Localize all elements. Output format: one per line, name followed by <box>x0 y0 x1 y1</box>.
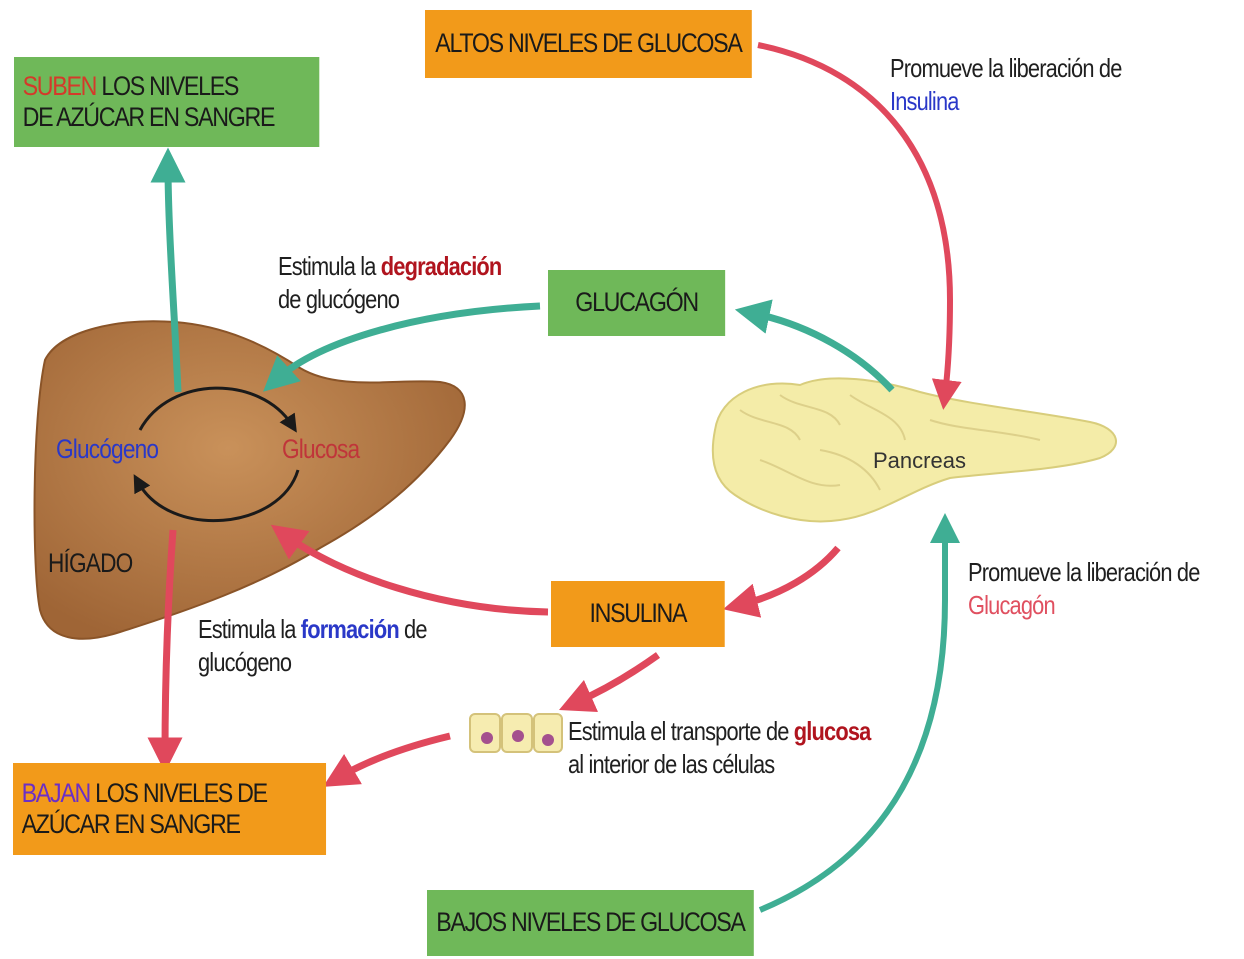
label-glucosa: Glucosa <box>282 434 360 464</box>
box-glucagon: GLUCAGÓN <box>548 270 726 336</box>
label-promueve-glucagon: Promueve la liberación de Glucagón <box>968 557 1200 620</box>
arrow-cells-to-bajan <box>322 732 451 787</box>
label-glucogeno: Glucógeno <box>56 434 159 464</box>
arrow-insulina-to-liver <box>270 524 549 616</box>
arrow-glucagon-to-liver <box>263 302 541 392</box>
box-bajos-niveles: BAJOS NIVELES DE GLUCOSA <box>427 890 754 956</box>
pancreas-shape <box>711 377 1117 523</box>
arrow-liver-to-bajan <box>147 529 183 773</box>
box-insulina: INSULINA <box>551 581 725 647</box>
arrow-pancreas-to-glucagon <box>734 299 895 393</box>
arrow-insulina-to-cells <box>558 652 661 712</box>
box-bajan-niveles: BAJAN LOS NIVELES DE AZÚCAR EN SANGRE <box>13 763 327 855</box>
label-pancreas: Pancreas <box>873 448 966 473</box>
cells-illustration <box>469 713 563 753</box>
label-promueve-insulina: Promueve la liberación de Insulina <box>890 53 1122 116</box>
liver-shape <box>33 320 466 640</box>
box-altos-niveles: ALTOS NIVELES DE GLUCOSA <box>425 10 752 78</box>
arrow-pancreas-to-insulina <box>723 545 841 618</box>
cycle-arrow-top <box>138 386 297 433</box>
label-transporte: Estimula el transporte de glucosa al int… <box>568 716 871 779</box>
box-suben-niveles: SUBEN LOS NIVELES DE AZÚCAR EN SANGRE <box>14 57 320 147</box>
arrow-bajos-to-pancreas <box>758 513 960 913</box>
label-formacion: Estimula la formación de glucógeno <box>198 614 428 677</box>
label-degradacion: Estimula la degradación de glucógeno <box>278 251 502 314</box>
arrow-liver-to-suben <box>150 147 186 393</box>
label-higado: HÍGADO <box>48 548 133 578</box>
bajan-word: BAJAN <box>21 777 92 808</box>
arrow-altos-to-pancreas <box>757 42 962 410</box>
suben-word: SUBEN <box>22 70 98 101</box>
cycle-arrow-bottom <box>133 469 300 523</box>
